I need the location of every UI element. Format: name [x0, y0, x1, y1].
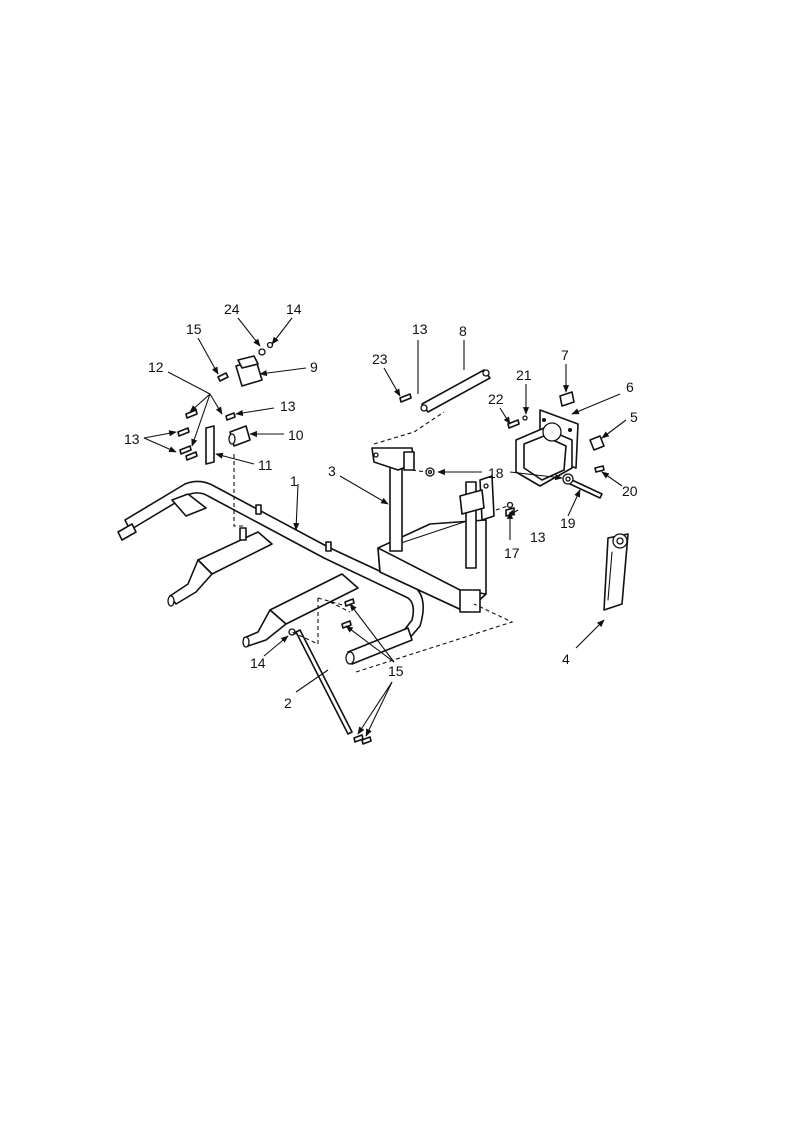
callout-8: 8 [459, 323, 467, 339]
callout-12: 12 [148, 359, 164, 375]
callout-3: 3 [328, 463, 336, 479]
callout-7: 7 [561, 347, 569, 363]
callout-23: 23 [372, 351, 388, 367]
callout-21: 21 [516, 367, 532, 383]
plate-part-11 [205, 425, 215, 465]
callout-6: 6 [626, 379, 634, 395]
callout-5: 5 [630, 409, 638, 425]
callout-20: 20 [622, 483, 638, 499]
callout-4: 4 [562, 651, 570, 667]
pin-part-19 [569, 479, 603, 499]
rod-part-2 [295, 629, 353, 735]
callout-2: 2 [284, 695, 292, 711]
callout-9: 9 [310, 359, 318, 375]
callout-14-top: 14 [286, 301, 302, 317]
callout-19: 19 [560, 515, 576, 531]
motor-bracket-part-6 [515, 409, 579, 487]
link-bar-part-8 [420, 369, 491, 413]
callout-1: 1 [290, 473, 298, 489]
callout-24: 24 [224, 301, 240, 317]
callout-17: 17 [504, 545, 520, 561]
assembly-lines [233, 411, 514, 673]
callout-22: 22 [488, 391, 504, 407]
callout-labels: 1 2 3 4 5 6 7 8 9 10 11 12 13 13 13 13 1… [124, 301, 638, 711]
callout-14-bottom: 14 [250, 655, 266, 671]
callout-15-bottom: 15 [388, 663, 404, 679]
frame-part-1 [117, 480, 424, 665]
callout-10: 10 [288, 427, 304, 443]
hardware [177, 341, 605, 745]
callout-11: 11 [258, 457, 273, 473]
callout-13-right: 13 [530, 529, 546, 545]
sleeve-part-10 [228, 425, 251, 447]
bracket-part-9 [235, 355, 263, 387]
lift-arm-part-4 [603, 533, 629, 611]
callout-13-top: 13 [412, 321, 428, 337]
upright-bracket-part-3 [371, 447, 495, 613]
callout-13-sleeve: 13 [280, 398, 296, 414]
callout-18: 18 [488, 465, 504, 481]
leader-lines [143, 317, 627, 737]
callout-13-left: 13 [124, 431, 140, 447]
callout-15-top: 15 [186, 321, 202, 337]
